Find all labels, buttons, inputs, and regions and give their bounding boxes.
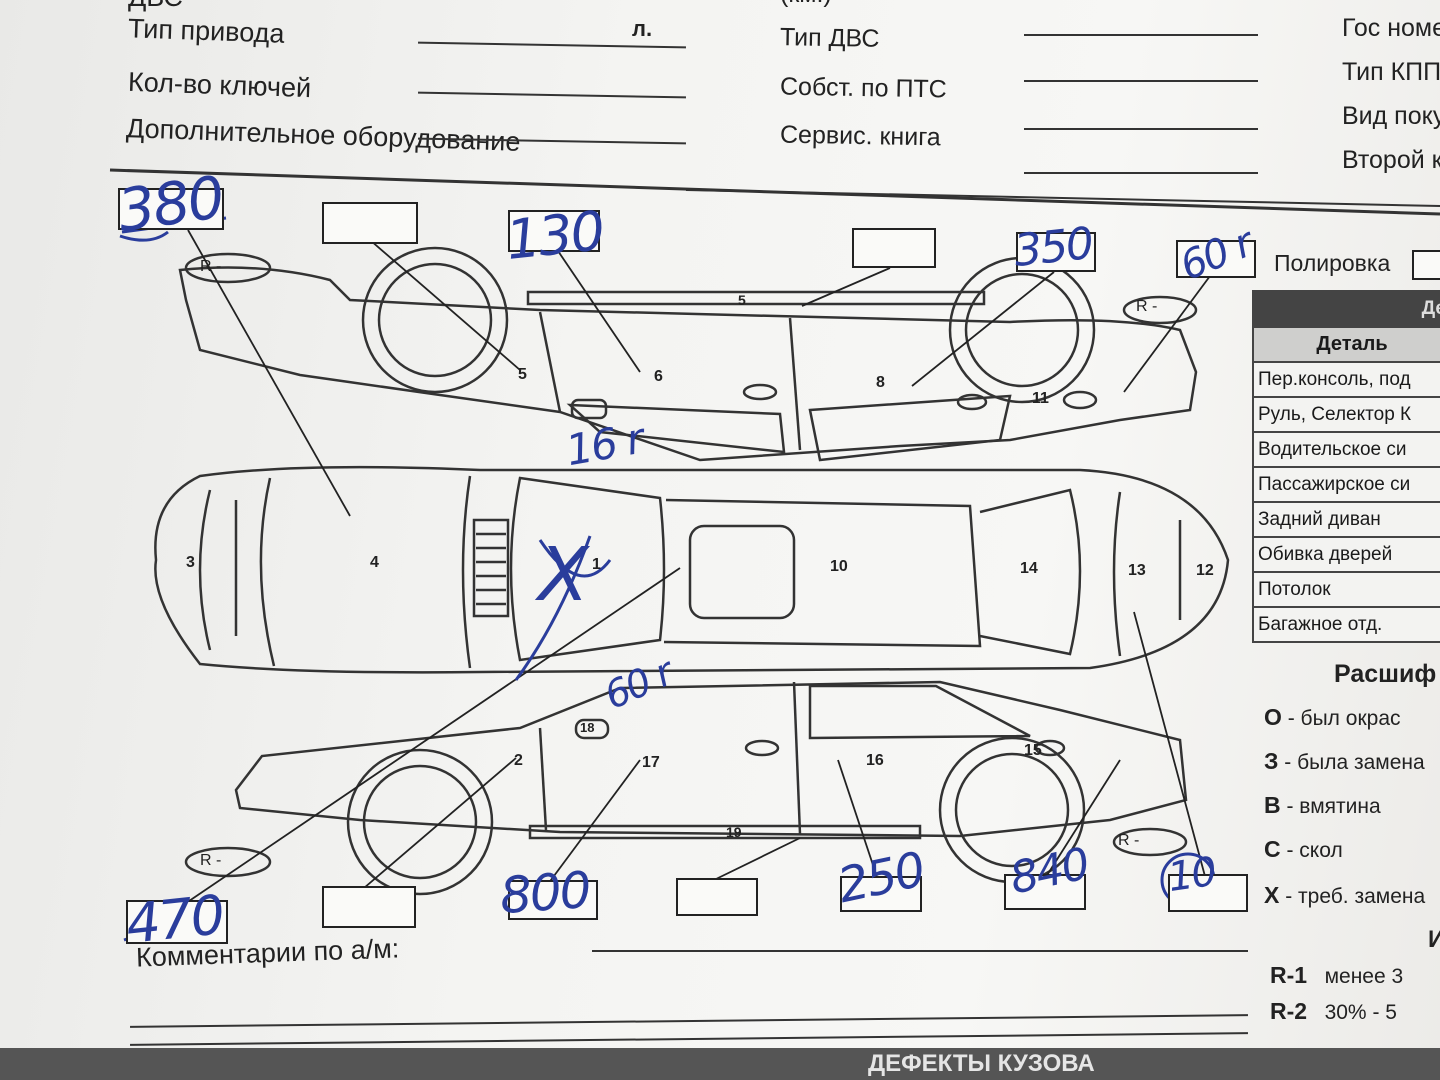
legend-key: О xyxy=(1264,704,1282,730)
parts-row: Задний диван xyxy=(1252,501,1440,538)
part-number-6: 6 xyxy=(654,368,663,385)
damage-box-bottom-3[interactable] xyxy=(508,880,598,920)
damage-box-bottom-7[interactable] xyxy=(1168,874,1248,912)
damage-box-bottom-2[interactable] xyxy=(322,886,416,928)
damage-box-top-6[interactable] xyxy=(1176,240,1256,278)
parts-row: Руль, Селектор К xyxy=(1252,396,1440,433)
legend-text: - вмятина xyxy=(1286,795,1381,818)
car-top-view xyxy=(154,465,1230,674)
part-number-2: 2 xyxy=(514,752,523,769)
part-number-19: 19 xyxy=(726,824,742,840)
legend-text: - треб. замена xyxy=(1285,885,1426,908)
parts-row: Багажное отд. xyxy=(1252,606,1440,643)
legend-text: менее 3 xyxy=(1324,965,1404,988)
parts-row: Обивка дверей xyxy=(1252,536,1440,573)
part-number-5-strip: 5 xyxy=(738,292,746,308)
legend-item-z: З - была замена xyxy=(1264,748,1425,775)
part-number-4: 4 xyxy=(370,554,379,571)
legend-text: - была замена xyxy=(1284,751,1425,774)
legend-r2: R-2 30% - 5 xyxy=(1270,998,1397,1025)
legend-key: В xyxy=(1264,792,1281,818)
wheel-mark-front-right: R - xyxy=(200,852,222,869)
legend-item-x: Х - треб. замена xyxy=(1264,882,1425,909)
second-key-label: Второй к xyxy=(1342,146,1440,174)
damage-box-bottom-5[interactable] xyxy=(840,876,922,912)
legend-r-header: И xyxy=(1428,926,1440,953)
handwritten-value-350: 350 xyxy=(1011,218,1095,277)
handwritten-value-10: 10 xyxy=(1165,848,1218,902)
engine-type-line xyxy=(1024,34,1258,36)
damage-box-top-4[interactable] xyxy=(852,228,936,268)
handwritten-value-380: 380 xyxy=(113,163,227,245)
part-number-18: 18 xyxy=(580,720,595,735)
part-number-10: 10 xyxy=(830,558,848,575)
parts-row: Водительское си xyxy=(1252,431,1440,468)
footer-title: ДЕФЕКТЫ КУЗОВА xyxy=(868,1050,1095,1077)
damage-box-bottom-6[interactable] xyxy=(1004,874,1086,910)
legend-key: Х xyxy=(1264,882,1280,908)
plate-label: Гос номе xyxy=(1342,14,1440,42)
part-number-16: 16 xyxy=(866,752,884,769)
parts-row: Потолок xyxy=(1252,571,1440,608)
legend-item-v: В - вмятина xyxy=(1264,792,1381,819)
legend-text: - скол xyxy=(1286,839,1343,862)
legend-title: Расшиф xyxy=(1334,660,1437,688)
footer-bar xyxy=(0,1048,1440,1080)
wheel-mark-front-left: R - xyxy=(200,258,222,275)
damage-box-bottom-4[interactable] xyxy=(676,878,758,916)
comments-line-1[interactable] xyxy=(592,950,1248,952)
handwritten-marks xyxy=(119,216,1216,942)
legend-key: R-2 xyxy=(1270,998,1308,1024)
handwritten-value-800: 800 xyxy=(498,860,592,926)
part-number-17: 17 xyxy=(642,754,660,771)
parts-row: Пассажирское си xyxy=(1252,466,1440,503)
parts-table-header: Деталь xyxy=(1252,326,1440,363)
header-partial-mileage: (км.) xyxy=(780,0,832,9)
owners-pts-line xyxy=(1024,80,1258,82)
part-number-12: 12 xyxy=(1196,562,1214,579)
gearbox-label: Тип КПП xyxy=(1342,58,1440,86)
legend-text: - был окрас xyxy=(1287,707,1401,730)
legend-item-o: О - был окрас xyxy=(1264,704,1401,731)
legend-text: 30% - 5 xyxy=(1324,1001,1397,1024)
part-number-11: 11 xyxy=(1032,390,1049,407)
part-number-1: 1 xyxy=(592,556,601,573)
legend-key: С xyxy=(1264,836,1281,862)
legend-item-s: С - скол xyxy=(1264,836,1343,863)
handwritten-mark-x: X xyxy=(538,532,589,618)
damage-box-top-2[interactable] xyxy=(322,202,418,244)
legend-key: З xyxy=(1264,748,1279,774)
wheel-mark-rear-left: R - xyxy=(1136,298,1158,315)
car-side-view-top xyxy=(178,246,1198,462)
polish-label: Полировка xyxy=(1274,250,1391,276)
damage-box-top-3[interactable] xyxy=(508,210,600,252)
parts-table-title: Де xyxy=(1252,290,1440,328)
wheel-mark-rear-right: R - xyxy=(1118,832,1140,849)
legend-key: R-1 xyxy=(1270,962,1308,988)
parts-row: Пер.консоль, под xyxy=(1252,361,1440,398)
header-partial-label: ДВС xyxy=(128,0,183,13)
part-number-13: 13 xyxy=(1128,562,1146,579)
purchase-type-label: Вид поку xyxy=(1342,102,1440,130)
part-number-3: 3 xyxy=(186,554,195,571)
part-number-5: 5 xyxy=(518,366,527,383)
part-number-8: 8 xyxy=(876,374,885,391)
extra-line xyxy=(1024,172,1258,174)
interior-parts-table: Де Деталь Пер.консоль, под Руль, Селекто… xyxy=(1252,290,1440,643)
part-number-15: 15 xyxy=(1024,742,1042,759)
damage-box-top-1[interactable] xyxy=(118,188,224,230)
polish-checkbox[interactable] xyxy=(1412,250,1440,280)
leader-lines xyxy=(163,229,1211,919)
car-side-view-bottom xyxy=(184,680,1188,896)
engine-volume-unit: л. xyxy=(632,16,653,41)
service-book-line xyxy=(1024,128,1258,130)
part-number-14: 14 xyxy=(1020,560,1038,577)
handwritten-value-130: 130 xyxy=(502,199,607,272)
legend-r1: R-1 менее 3 xyxy=(1270,962,1403,989)
damage-box-bottom-1[interactable] xyxy=(126,900,228,944)
damage-box-top-5[interactable] xyxy=(1016,232,1096,272)
